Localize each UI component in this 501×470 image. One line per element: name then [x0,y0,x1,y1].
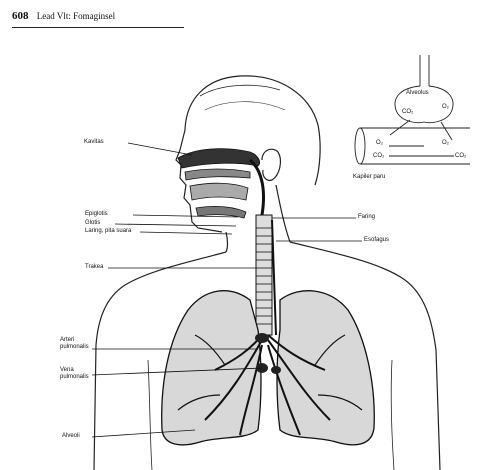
arteri-line-2: pulmonalis [60,344,89,350]
label-cavitas: Kavitas [84,139,104,146]
inset-o2-right: O₂ [442,140,449,147]
label-faring: Faring [358,214,375,221]
trachea [250,160,276,335]
inset-co2-right: CO₂ [455,153,466,160]
label-vena-pulmonalis: Vena pulmonalis [60,367,89,381]
inset-o2-left: O₂ [376,140,383,147]
label-trakea: Trakea [85,264,103,271]
inset-o2-top: O₂ [442,104,449,111]
inset-co2-top: CO₂ [402,109,413,116]
label-laring-pita-suara: Laring, pita suara [85,228,131,235]
vena-line-2: pulmonalis [60,374,89,380]
label-glotis: Glotis [85,220,100,227]
label-epiglotis: Epiglotis [85,211,108,218]
vena-line-1: Vena [60,367,74,373]
label-arteri-pulmonalis: Arteri pulmonalis [60,337,89,351]
inset-alveolus: Alveolus [406,90,429,97]
arteri-line-1: Arteri [60,337,74,343]
right-lung [277,291,374,445]
label-alveoli: Alveoli [62,433,80,440]
inset-kapiler: Kapiler paru [353,174,385,181]
label-esofagus: Esofagus [364,237,389,244]
inset-co2-left: CO₂ [373,153,384,160]
